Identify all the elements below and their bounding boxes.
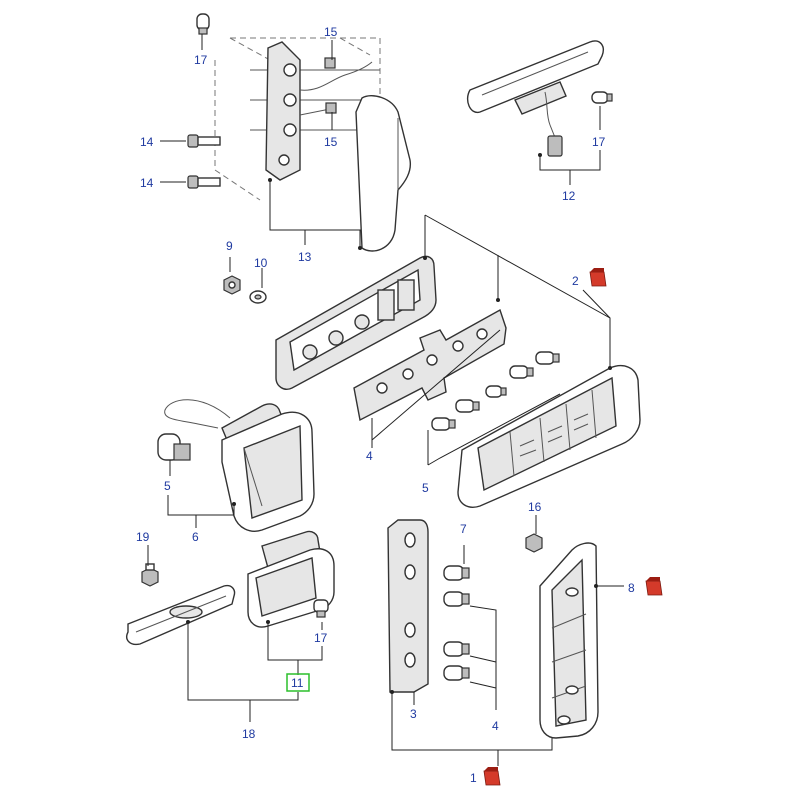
callout-14[interactable]: 14 (140, 176, 154, 190)
callout-9[interactable]: 9 (226, 239, 233, 253)
trim-strip-18 (126, 584, 236, 646)
red-flag-icon (589, 268, 607, 287)
red-flag-icon (645, 577, 663, 596)
callout-4[interactable]: 4 (366, 449, 373, 463)
bulb-icon (431, 417, 456, 431)
callout-2[interactable]: 2 (572, 274, 579, 288)
screw-icon (187, 175, 221, 189)
callout-7[interactable]: 7 (460, 522, 467, 536)
callout-14[interactable]: 14 (140, 135, 154, 149)
bulb-icon (443, 565, 470, 581)
bulb-sockets-group (431, 351, 560, 431)
bulb-icon (443, 591, 470, 607)
callout-4[interactable]: 4 (492, 719, 499, 733)
bulb-icon (157, 433, 191, 461)
highlight-box (286, 673, 310, 692)
side-tail-lamp-8 (539, 542, 599, 739)
leaders-top-left (160, 34, 362, 250)
callout-17[interactable]: 17 (194, 53, 208, 67)
bulb-icon (196, 13, 210, 35)
washer-icon (249, 290, 267, 304)
clip-icon (141, 563, 159, 587)
callout-1[interactable]: 1 (470, 771, 477, 785)
bulb-icon (455, 399, 480, 413)
bulb-holder-plate-4 (353, 308, 507, 422)
callout-18[interactable]: 18 (242, 727, 256, 741)
callout-6[interactable]: 6 (192, 530, 199, 544)
callout-12[interactable]: 12 (562, 189, 576, 203)
bulb-holder-3 (387, 519, 429, 693)
callout-17[interactable]: 17 (314, 631, 328, 645)
bulb-icon (443, 641, 470, 657)
red-flag-icon (483, 767, 501, 786)
callout-5[interactable]: 5 (422, 481, 429, 495)
lamp-housing-assembly-13 (187, 13, 412, 252)
screw-icon (187, 134, 221, 148)
licence-lamp-11 (247, 530, 335, 628)
bulb-icon (485, 385, 507, 398)
bulb-icon (509, 365, 534, 379)
rear-fog-lamp-6 (157, 399, 315, 532)
bulb-icon (535, 351, 560, 365)
callout-16[interactable]: 16 (528, 500, 542, 514)
callout-15[interactable]: 15 (324, 135, 338, 149)
callouts: 17 15 15 14 14 13 17 12 9 10 2 4 5 5 6 1… (136, 25, 635, 785)
tail-lamp-lens-5 (457, 364, 641, 508)
callout-3[interactable]: 3 (410, 707, 417, 721)
gasket-frame (275, 255, 437, 390)
clip-icon (525, 533, 543, 553)
callout-10[interactable]: 10 (254, 256, 268, 270)
bulbs-7-group (443, 565, 470, 681)
bulb-icon (591, 91, 613, 104)
callout-8[interactable]: 8 (628, 581, 635, 595)
bulb-icon (313, 599, 329, 618)
callout-11[interactable]: 11 (291, 676, 304, 690)
bulb-icon (443, 665, 470, 681)
callout-15[interactable]: 15 (324, 25, 338, 39)
callout-13[interactable]: 13 (298, 250, 312, 264)
callout-19[interactable]: 19 (136, 530, 150, 544)
leaders-top-right (538, 106, 601, 185)
nut-icon (223, 275, 241, 295)
callout-17[interactable]: 17 (592, 135, 606, 149)
leaders-middle (371, 214, 612, 466)
high-mount-stop-lamp-12 (466, 40, 613, 157)
callout-5[interactable]: 5 (164, 479, 171, 493)
